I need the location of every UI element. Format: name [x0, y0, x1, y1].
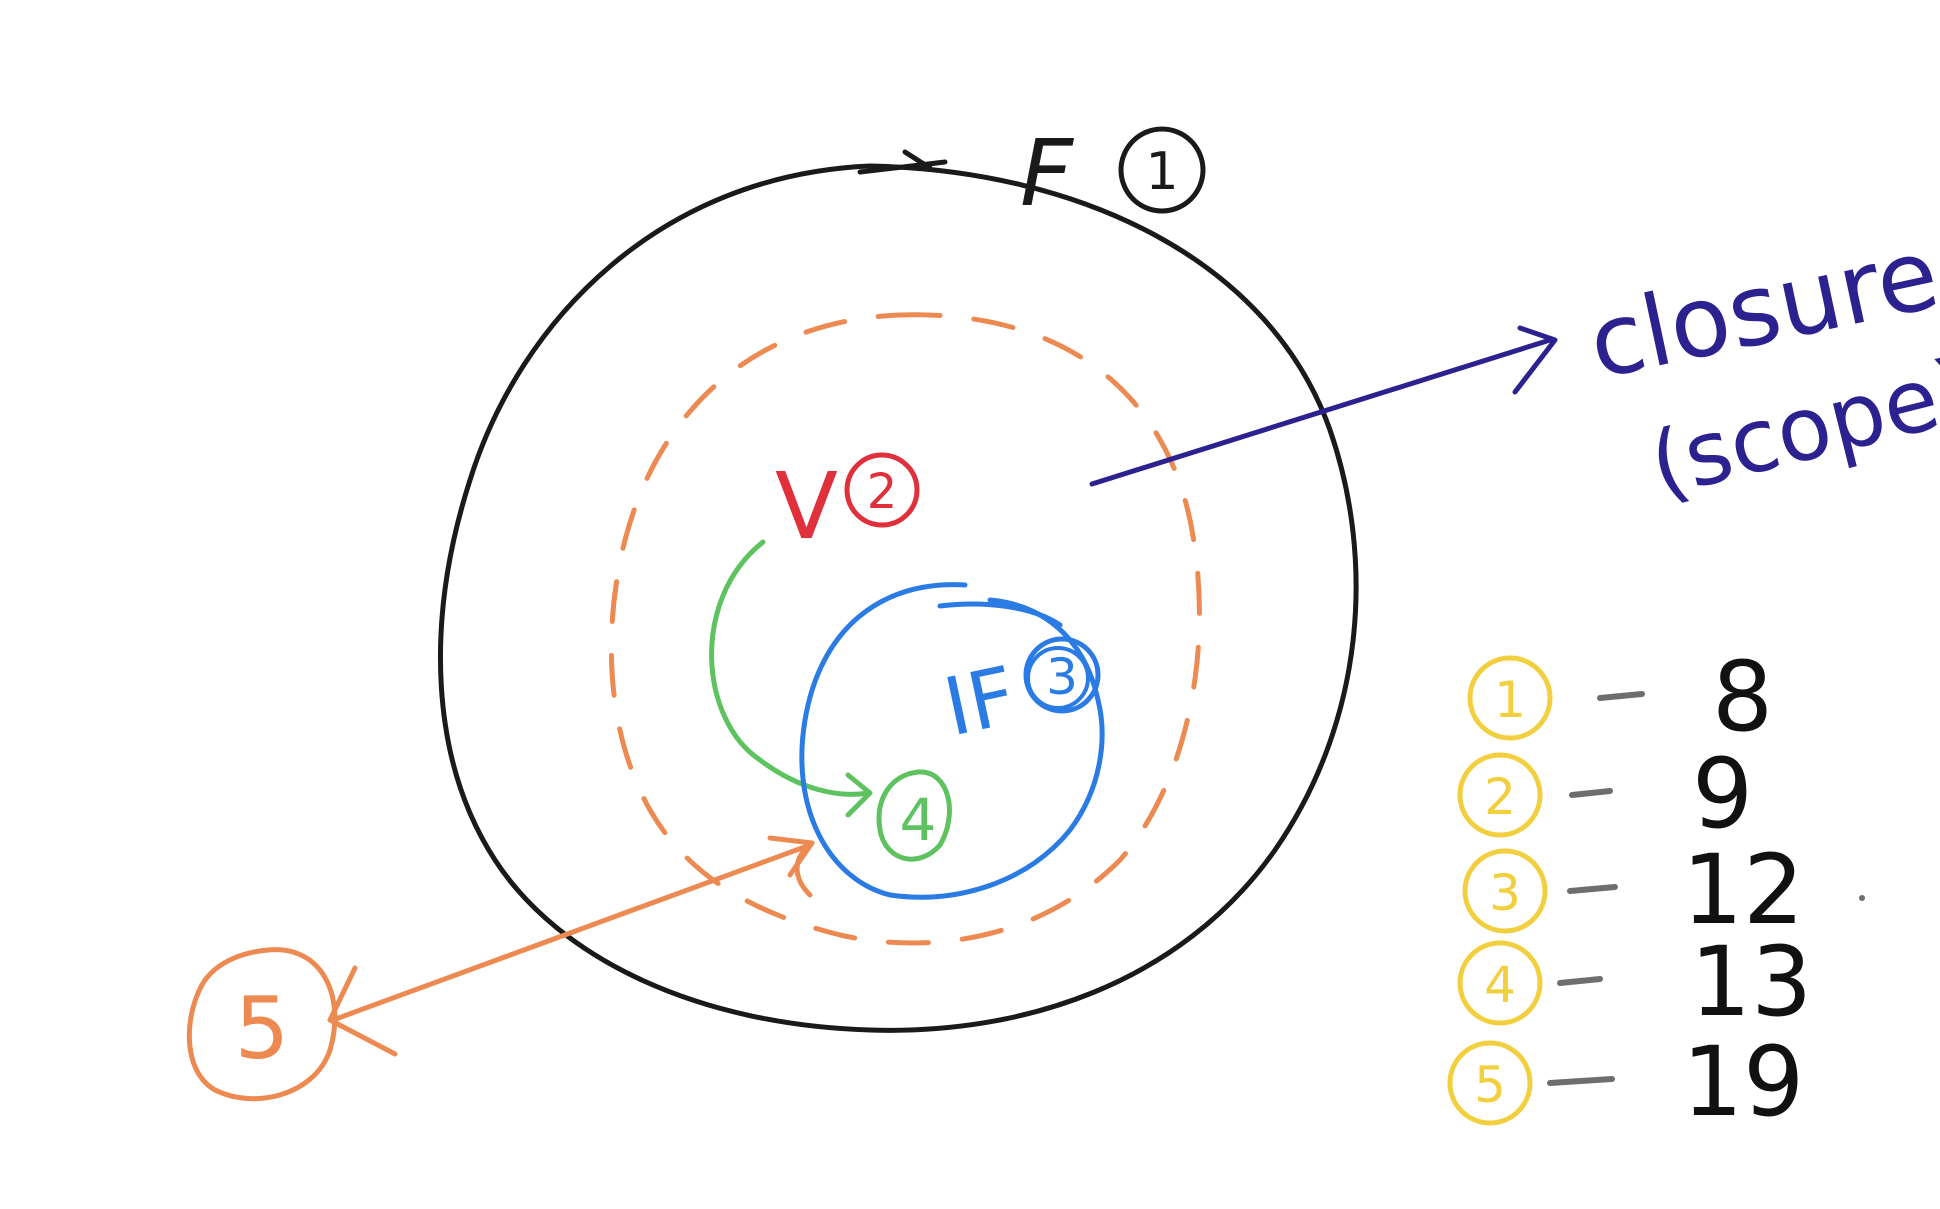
legend-badge-number: 4	[1484, 956, 1516, 1014]
legend-badge	[1467, 655, 1553, 741]
legend-badge	[1457, 752, 1543, 838]
legend-row: 3 12	[1462, 834, 1804, 946]
variable-number: 2	[867, 464, 898, 520]
legend-value: 19	[1682, 1026, 1804, 1138]
variable-scope: V 2	[608, 312, 1202, 946]
legend-row: 5 19	[1447, 1026, 1804, 1138]
dashed-scope-boundary	[608, 312, 1202, 946]
outside-scope: 5	[186, 835, 815, 1102]
green-arrow-head	[845, 772, 873, 818]
innermost-badge	[876, 769, 952, 862]
legend-badge	[1447, 1040, 1533, 1126]
legend-value: 13	[1690, 926, 1812, 1038]
legend-dash	[1569, 788, 1613, 798]
outside-scope-tail	[794, 840, 815, 898]
legend-dash	[1597, 691, 1645, 701]
outside-scope-number: 5	[235, 979, 290, 1079]
if-badge-overstroke	[1026, 646, 1090, 710]
legend-badge-number: 3	[1489, 864, 1521, 922]
legend-badge-number: 1	[1494, 671, 1526, 729]
variable-letter: V	[775, 453, 838, 560]
legend-badge-number: 2	[1484, 768, 1516, 826]
innermost-scope: 4	[876, 769, 952, 862]
outside-arrow-head-out	[327, 965, 398, 1057]
outside-scope-badge	[186, 947, 338, 1102]
legend-value: 12	[1682, 834, 1804, 946]
outer-function-scope: F 1	[437, 120, 1359, 1033]
variable-to-inner-arrow	[709, 539, 873, 818]
if-block-scope: IF 3	[799, 582, 1105, 900]
closure-arrow-head	[1512, 325, 1558, 395]
variable-badge	[844, 452, 920, 528]
if-number: 3	[1046, 648, 1078, 706]
closure-annotation: closure (scope)	[1089, 217, 1940, 517]
if-scope-top-stroke	[937, 601, 1063, 628]
stray-dot	[1859, 895, 1865, 901]
legend-dash	[1557, 976, 1603, 986]
legend-dash	[1567, 884, 1618, 894]
legend-value: 9	[1692, 738, 1753, 850]
legend-row: 4 13	[1457, 926, 1812, 1038]
legend-value: 8	[1712, 641, 1773, 753]
if-badge	[1023, 636, 1101, 714]
outer-scope-badge	[1118, 126, 1206, 214]
legend-badge	[1462, 848, 1548, 934]
outer-scope-number: 1	[1145, 142, 1178, 202]
closure-arrow-line	[1089, 337, 1553, 487]
outer-scope-letter: F	[1020, 120, 1074, 227]
outside-arrow-line	[330, 842, 813, 1023]
outer-scope-boundary	[437, 163, 1359, 1033]
outer-scope-overlap-stroke	[857, 149, 948, 175]
legend-dash	[1547, 1076, 1615, 1086]
legend-badge	[1457, 940, 1543, 1026]
legend-badge-number: 5	[1474, 1056, 1506, 1114]
if-letters: IF	[936, 649, 1023, 754]
innermost-number: 4	[900, 786, 937, 854]
green-arrow-curve	[709, 539, 871, 797]
